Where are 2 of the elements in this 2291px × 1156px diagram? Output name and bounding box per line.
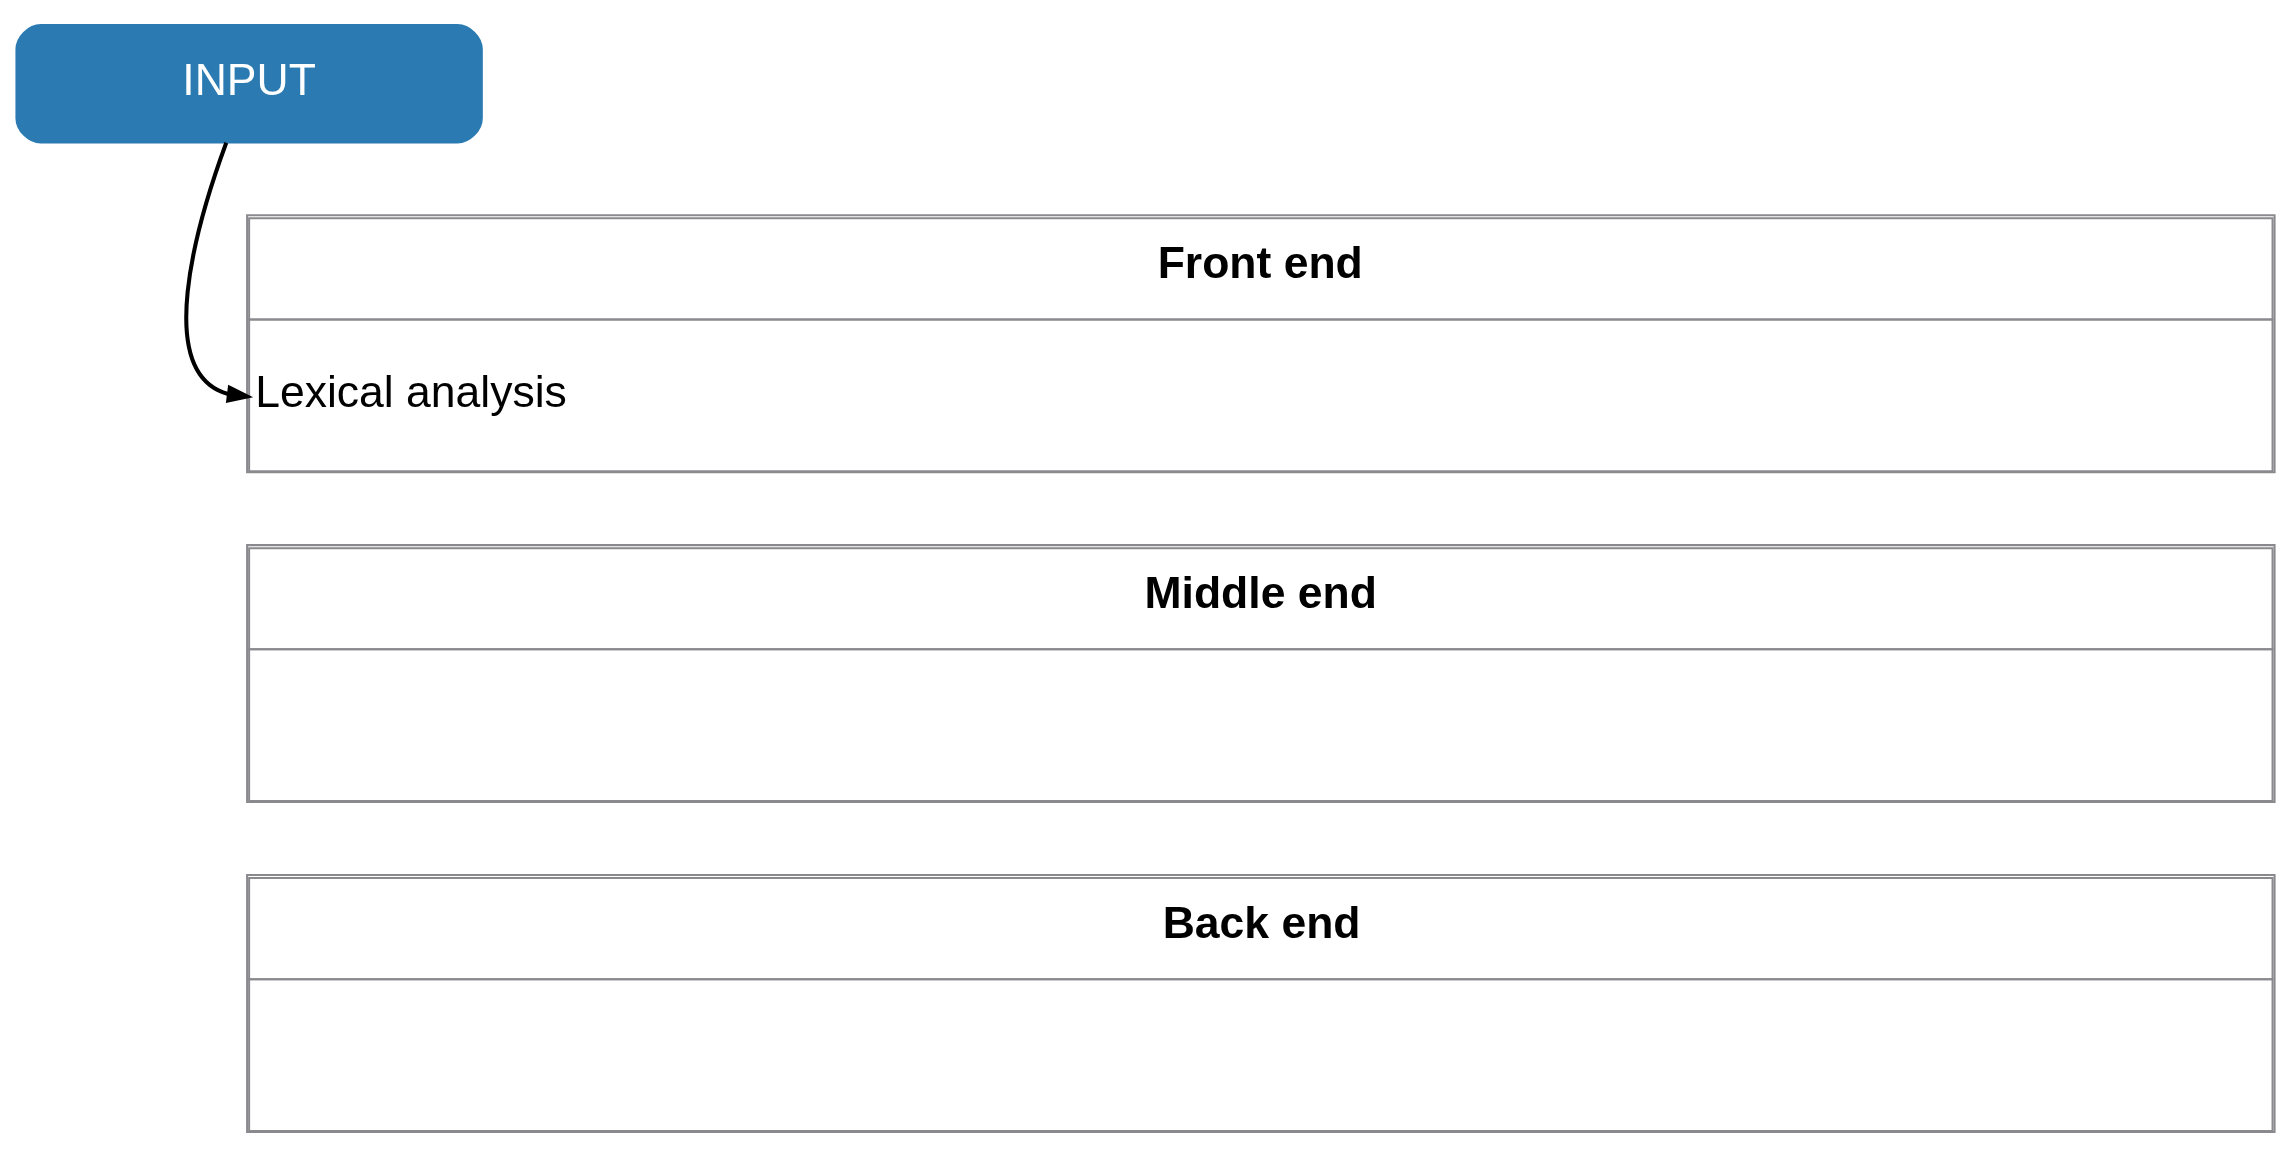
arrow: [184, 141, 254, 403]
node-box: INPUT: [15, 23, 483, 143]
